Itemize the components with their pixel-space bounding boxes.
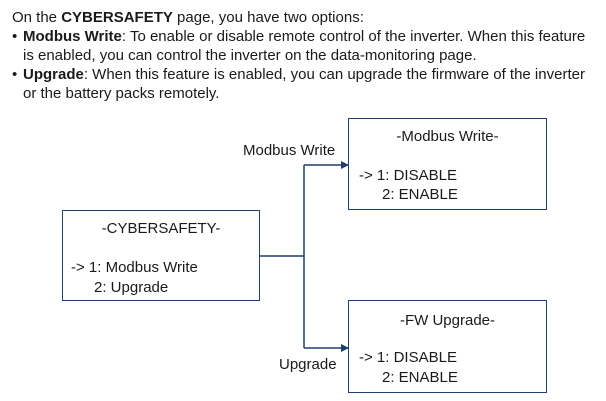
cybersafety-menu-box: -CYBERSAFETY- -> 1: Modbus Write 2: Upgr… <box>62 210 260 301</box>
option-list: •Modbus Write: To enable or disable remo… <box>12 27 597 103</box>
modbus-option-enable: 2: ENABLE <box>382 186 458 203</box>
intro-lead: On the CYBERSAFETY page, you have two op… <box>12 9 364 26</box>
modbus-option-disable: -> 1: DISABLE <box>359 167 457 184</box>
cybersafety-option-upgrade: 2: Upgrade <box>94 279 169 296</box>
intro-text: On the CYBERSAFETY page, you have two op… <box>12 8 597 103</box>
modbus-write-menu-title: -Modbus Write- <box>396 128 499 145</box>
fw-upgrade-menu-box: -FW Upgrade- -> 1: DISABLE 2: ENABLE <box>348 300 547 393</box>
bullet-icon: • <box>12 28 18 45</box>
option-item-upgrade: •Upgrade: When this feature is enabled, … <box>12 66 585 102</box>
cybersafety-menu-title: -CYBERSAFETY- <box>101 220 221 237</box>
branch-label-upgrade: Upgrade <box>279 356 337 373</box>
upgrade-option-disable: -> 1: DISABLE <box>359 349 457 366</box>
page-name: CYBERSAFETY <box>61 9 173 26</box>
upgrade-option-enable: 2: ENABLE <box>382 369 458 386</box>
option-item-modbus-write: •Modbus Write: To enable or disable remo… <box>12 28 586 64</box>
cybersafety-option-modbus-write: -> 1: Modbus Write <box>71 259 198 276</box>
modbus-write-menu-box: -Modbus Write- -> 1: DISABLE 2: ENABLE <box>348 118 547 210</box>
fw-upgrade-menu-title: -FW Upgrade- <box>399 312 496 329</box>
bullet-icon: • <box>12 66 18 83</box>
branch-label-modbus-write: Modbus Write <box>243 142 336 159</box>
